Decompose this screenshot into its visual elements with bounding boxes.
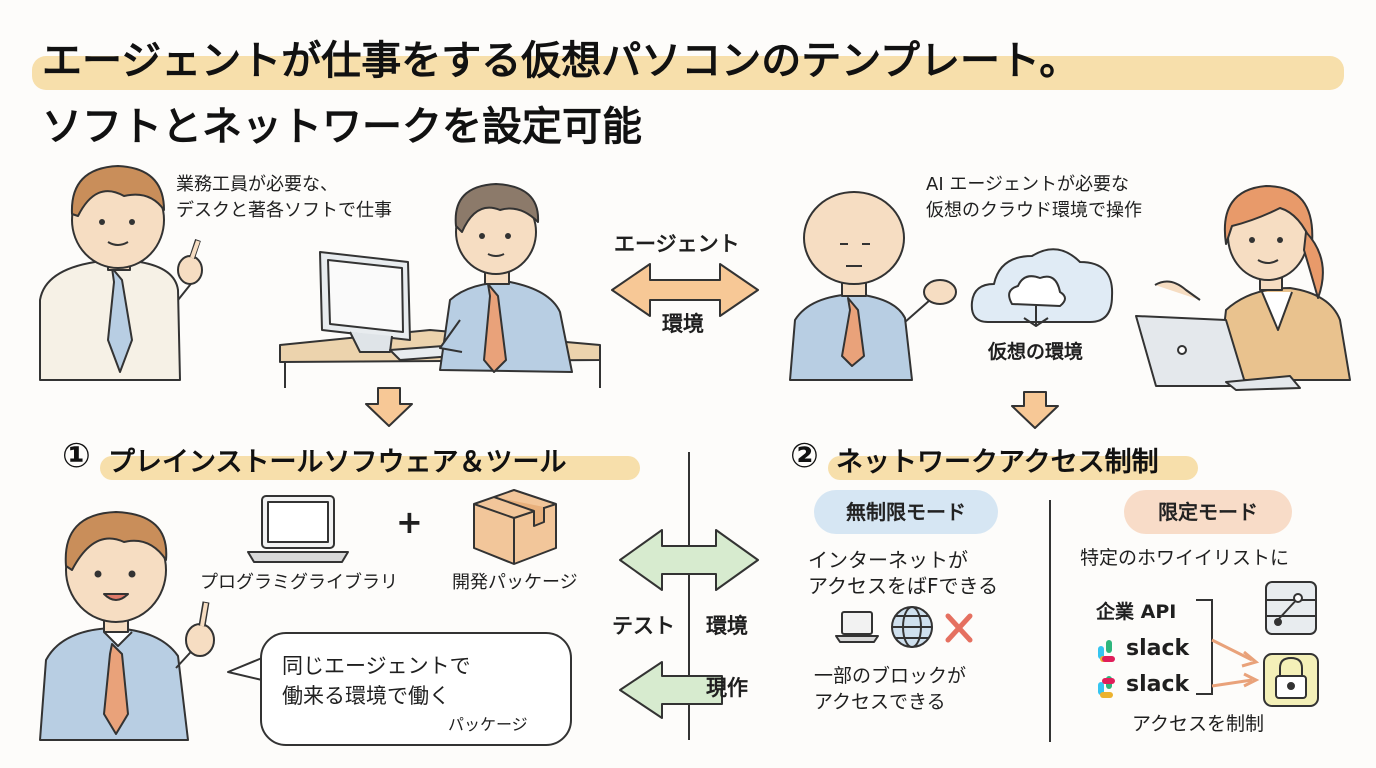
arrow-to-lock-1 bbox=[1211, 638, 1253, 662]
globe-icon bbox=[891, 606, 933, 648]
desk-worker-illustration bbox=[279, 183, 601, 388]
top-right-caption-line2: 仮想のクラウド環境で操作 bbox=[926, 200, 1142, 221]
speech-bubble-tail bbox=[227, 657, 263, 681]
plus-sign: + bbox=[396, 503, 423, 541]
agent-label: エージェント bbox=[614, 232, 740, 256]
arrowhead-1 bbox=[1241, 650, 1260, 668]
top-right-caption-line1: AI エージェントが必要な bbox=[926, 174, 1129, 195]
ai-agent-illustration bbox=[789, 191, 957, 381]
down-arrow-right bbox=[1011, 391, 1059, 429]
top-left-caption-line2: デスクと著各ソフトで仕事 bbox=[176, 200, 392, 221]
slack-label-1: slack bbox=[1126, 636, 1190, 661]
small-laptop-icon bbox=[835, 611, 879, 643]
arrow-to-lock-2 bbox=[1211, 678, 1253, 688]
bubble-line1: 同じエージェントで bbox=[282, 654, 471, 678]
cloud-illustration bbox=[970, 248, 1114, 327]
test-label: テスト bbox=[612, 614, 675, 638]
limited-text: 特定のホワイイリストに bbox=[1080, 547, 1290, 569]
environment-label: 環境 bbox=[662, 312, 704, 336]
green-left-arrow bbox=[619, 661, 723, 719]
package-box-icon bbox=[473, 489, 557, 565]
green-double-arrow bbox=[619, 529, 759, 591]
down-arrow-left bbox=[365, 387, 413, 427]
bubble-line2: 働来る環境で働く bbox=[282, 684, 450, 708]
top-left-caption-line1: 業務工員が必要な、 bbox=[176, 174, 338, 195]
unlimited-text-line1: インターネットが bbox=[808, 548, 968, 572]
slack-label-2: slack bbox=[1126, 672, 1190, 697]
section2-highlight bbox=[828, 456, 1198, 480]
library-label: プログラミグライブラリ bbox=[200, 572, 398, 593]
page-title-line1: エージェントが仕事をする仮想パソコンのテンプレート。 bbox=[42, 38, 1080, 84]
arrowhead-2 bbox=[1243, 672, 1260, 688]
x-block-icon bbox=[945, 613, 973, 643]
woman-laptop-illustration bbox=[1135, 185, 1351, 391]
laptop-icon bbox=[247, 495, 349, 563]
section2-heading: ネットワークアクセス制制 bbox=[836, 447, 1159, 478]
prod-label: 現作 bbox=[706, 676, 748, 700]
unlimited-text-line4: アクセスできる bbox=[814, 691, 946, 713]
top-left-man-illustration bbox=[39, 165, 203, 381]
package-label: 開発パッケージ bbox=[452, 572, 578, 593]
section1-heading: プレインストールソフウェア＆ツール bbox=[108, 447, 567, 478]
limited-mode-badge: 限定モード bbox=[1124, 490, 1292, 534]
env-label-middle: 環境 bbox=[706, 614, 748, 638]
section2-number: ② bbox=[790, 436, 819, 476]
bottom-left-man-illustration bbox=[39, 511, 215, 741]
bracket-line bbox=[1196, 599, 1213, 695]
unlimited-mode-badge: 無制限モード bbox=[814, 490, 998, 534]
slack-logo-icon-2 bbox=[1098, 676, 1115, 698]
section1-number: ① bbox=[62, 436, 91, 476]
limited-footer: アクセスを制制 bbox=[1132, 713, 1265, 735]
speech-bubble bbox=[260, 632, 572, 746]
lock-icon bbox=[1263, 653, 1319, 707]
cloud-label: 仮想の環境 bbox=[988, 341, 1084, 363]
enterprise-api-label: 企業 API bbox=[1096, 601, 1177, 623]
slack-logo-icon-1 bbox=[1098, 640, 1115, 662]
unlimited-text-line3: 一部のブロックが bbox=[814, 665, 967, 687]
bubble-line3: パッケージ bbox=[448, 715, 528, 734]
title-highlight bbox=[32, 56, 1344, 90]
server-icon bbox=[1265, 581, 1317, 635]
page-title-line2: ソフトとネットワークを設定可能 bbox=[42, 104, 642, 150]
section1-highlight bbox=[100, 456, 640, 480]
unlimited-text-line2: アクセスをばFできる bbox=[808, 574, 999, 598]
top-double-arrow bbox=[611, 263, 759, 317]
